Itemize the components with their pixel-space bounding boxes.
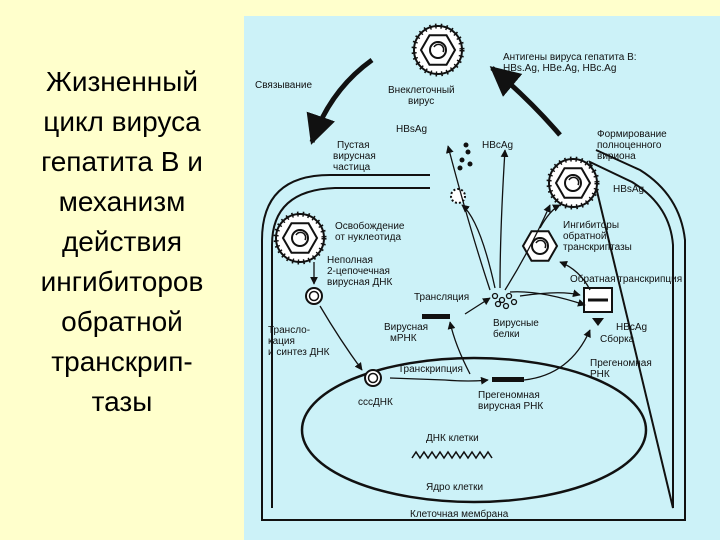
viral-mrna-label: Вирусная: [384, 322, 428, 333]
translocation-label: Трансло-: [268, 325, 310, 336]
assembly-label: Сборка: [600, 333, 635, 345]
inhibitors-label: транскриптазы: [563, 242, 632, 253]
translocation-label: кация: [268, 336, 295, 347]
incomplete-dna-label: Неполная: [327, 255, 373, 266]
hbcag-right-label: HBcAg: [616, 322, 647, 333]
title-line: тазы: [91, 386, 153, 417]
reverse-transcription-label: Обратная транскрипция: [570, 273, 682, 285]
incomplete-dna-label: вирусная ДНК: [327, 277, 393, 288]
flow-arrows: [310, 145, 591, 385]
inhibitors-label: обратной: [563, 230, 606, 242]
inhibitors-label: Ингибиторы: [563, 219, 619, 231]
cell-membrane-inner: [271, 160, 674, 509]
binding-label: Связывание: [255, 80, 312, 91]
slide-title: Жизненный цикл вируса гепатита В и механ…: [8, 62, 236, 422]
nucleus-label: Ядро клетки: [426, 482, 483, 493]
assembly-pointer-icon: [592, 318, 604, 326]
empty-particle-label: вирусная: [333, 151, 376, 162]
bound-virion-icon: [276, 214, 324, 262]
cell-membrane-outer: [261, 149, 686, 521]
empty-particle-icon: [450, 188, 466, 204]
empty-particle-label: частица: [333, 162, 371, 173]
title-line: гепатита В и: [41, 146, 203, 177]
forming-label: вириона: [597, 151, 636, 162]
release-label: Освобождение: [335, 220, 405, 232]
antigen-dots-icon: [457, 142, 473, 171]
hbcag-label: HBcAg: [482, 140, 513, 151]
cccdna-icon: [364, 369, 382, 387]
title-line: транскрип-: [51, 346, 193, 377]
capsid-icon: [522, 230, 558, 262]
hbsag-right-label: HBsAg: [613, 184, 644, 195]
nucleus: [300, 356, 648, 504]
viral-proteins-icon: [491, 292, 518, 310]
pregenomic-center-label: вирусная РНК: [478, 401, 543, 412]
extracellular-label: вирус: [408, 96, 434, 107]
title-line: цикл вируса: [43, 106, 201, 137]
title-line: обратной: [61, 306, 183, 337]
cell-dna-label: ДНК клетки: [426, 433, 479, 444]
release-label: от нуклеотида: [335, 232, 401, 243]
incomplete-dna-icon: [305, 287, 323, 305]
extracellular-label: Внеклеточный: [388, 85, 455, 96]
antigens-label: Антигены вируса гепатита В:: [503, 52, 637, 63]
pregenomic-right-label: Прегеномная: [590, 358, 652, 369]
transcription-label: Транскрипция: [398, 364, 463, 375]
cell-dna-icon: [411, 450, 493, 460]
extracellular-virion-icon: [414, 26, 462, 74]
viral-proteins-label: белки: [493, 328, 520, 340]
diagram-panel: [244, 16, 720, 540]
title-line: ингибиторов: [40, 266, 204, 297]
title-line: действия: [61, 226, 183, 257]
hbsag-label: HBsAg: [396, 124, 427, 135]
mrna-bar: [422, 314, 450, 319]
cccdna-label: cccДНК: [358, 397, 393, 408]
forming-label: полноценного: [597, 140, 662, 151]
translocation-label: и синтез ДНК: [268, 347, 330, 358]
pregenomic-center-label: Прегеномная: [478, 390, 540, 401]
viral-proteins-label: Вирусные: [493, 318, 539, 329]
pregenomic-right-label: РНК: [590, 369, 610, 380]
translation-label: Трансляция: [414, 292, 469, 303]
title-line: Жизненный: [45, 66, 199, 97]
incomplete-dna-label: 2-цепочечная: [327, 266, 390, 277]
viral-mrna-label: мРНК: [390, 333, 417, 344]
membrane-label: Клеточная мембрана: [410, 508, 509, 520]
forming-virion-icon: [549, 159, 597, 207]
binding-arrow: [306, 57, 374, 145]
antigens-label: HBs.Ag, HBe.Ag, HBc.Ag: [503, 63, 616, 74]
empty-particle-label: Пустая: [337, 140, 370, 151]
release-arrow: [489, 66, 562, 137]
title-line: механизм: [58, 186, 186, 217]
pregenomic-rna-bar: [492, 377, 524, 382]
forming-label: Формирование: [597, 129, 667, 140]
